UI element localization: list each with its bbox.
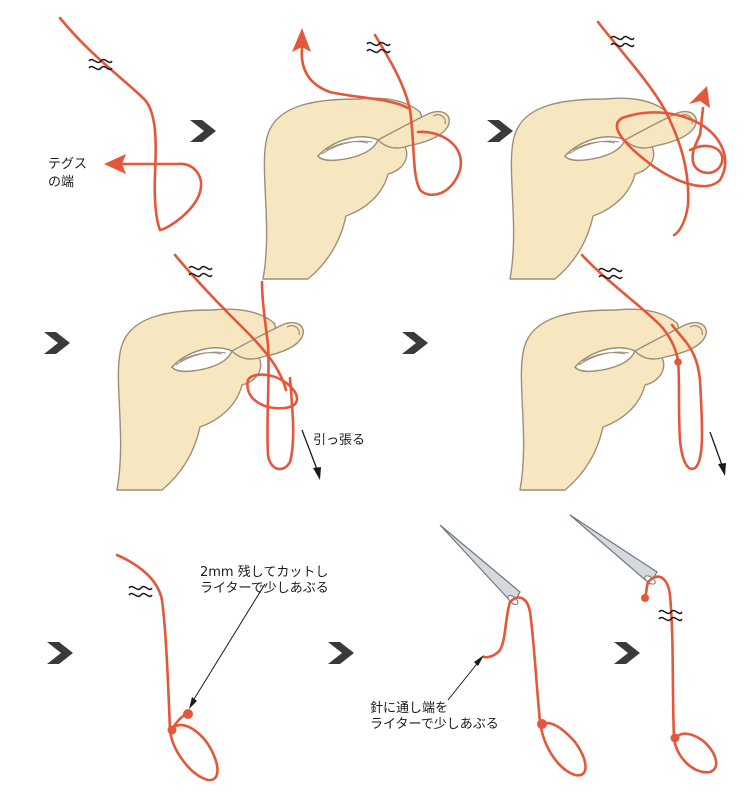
hand-icon [116, 308, 305, 491]
label-cut-1: 2mm 残してカットし [200, 565, 328, 580]
step-arrow-icon [328, 642, 354, 664]
label-line-end-2: の端 [48, 175, 74, 190]
panel-3 [509, 20, 727, 280]
knot [537, 719, 547, 729]
step-arrow-icon [402, 332, 428, 354]
panel-7: 針に通し端を ライターで少しあぶる [370, 524, 587, 777]
panel-2 [262, 28, 463, 280]
label-pull: 引っ張る [313, 433, 365, 448]
knot [670, 733, 680, 743]
step-arrow-icon [190, 120, 216, 142]
label-line-end-1: テグス [48, 157, 87, 172]
pointer-line [447, 659, 481, 701]
label-cut-2: ライターで少しあぶる [200, 581, 329, 596]
needle-icon [569, 514, 658, 585]
break-mark-icon [366, 41, 391, 54]
step-arrows [44, 120, 640, 664]
step-arrow-icon [47, 642, 73, 664]
break-mark-icon [128, 585, 153, 598]
panel-5 [519, 253, 726, 491]
arrowhead [104, 154, 126, 174]
melted-end [641, 594, 649, 602]
pointer-line [190, 583, 266, 705]
melted-end [183, 709, 193, 719]
step-arrow-icon [614, 642, 640, 664]
needle-icon [439, 524, 521, 606]
pull-arrowhead [313, 467, 321, 480]
panel-1: テグス の端 [48, 16, 203, 232]
hand-icon [262, 97, 451, 280]
pointer-arrowhead [474, 655, 484, 666]
pull-arrow [301, 429, 319, 473]
pointer-arrowhead [189, 697, 197, 709]
knot [167, 725, 177, 735]
label-needle-2: ライターで少しあぶる [370, 717, 499, 732]
pull-arrow [709, 431, 724, 469]
panel-4: 引っ張る [116, 253, 365, 491]
panel-6: 2mm 残してカットし ライターで少しあぶる [115, 553, 329, 782]
panel-8 [569, 514, 718, 774]
arrowhead [689, 86, 710, 108]
arrowhead [292, 28, 311, 52]
knot [674, 358, 682, 366]
step-arrow-icon [44, 332, 70, 354]
pull-arrowhead [718, 463, 726, 476]
label-needle-1: 針に通し端を [370, 701, 448, 716]
hand-icon [509, 97, 698, 280]
step-arrow-icon [487, 120, 513, 142]
